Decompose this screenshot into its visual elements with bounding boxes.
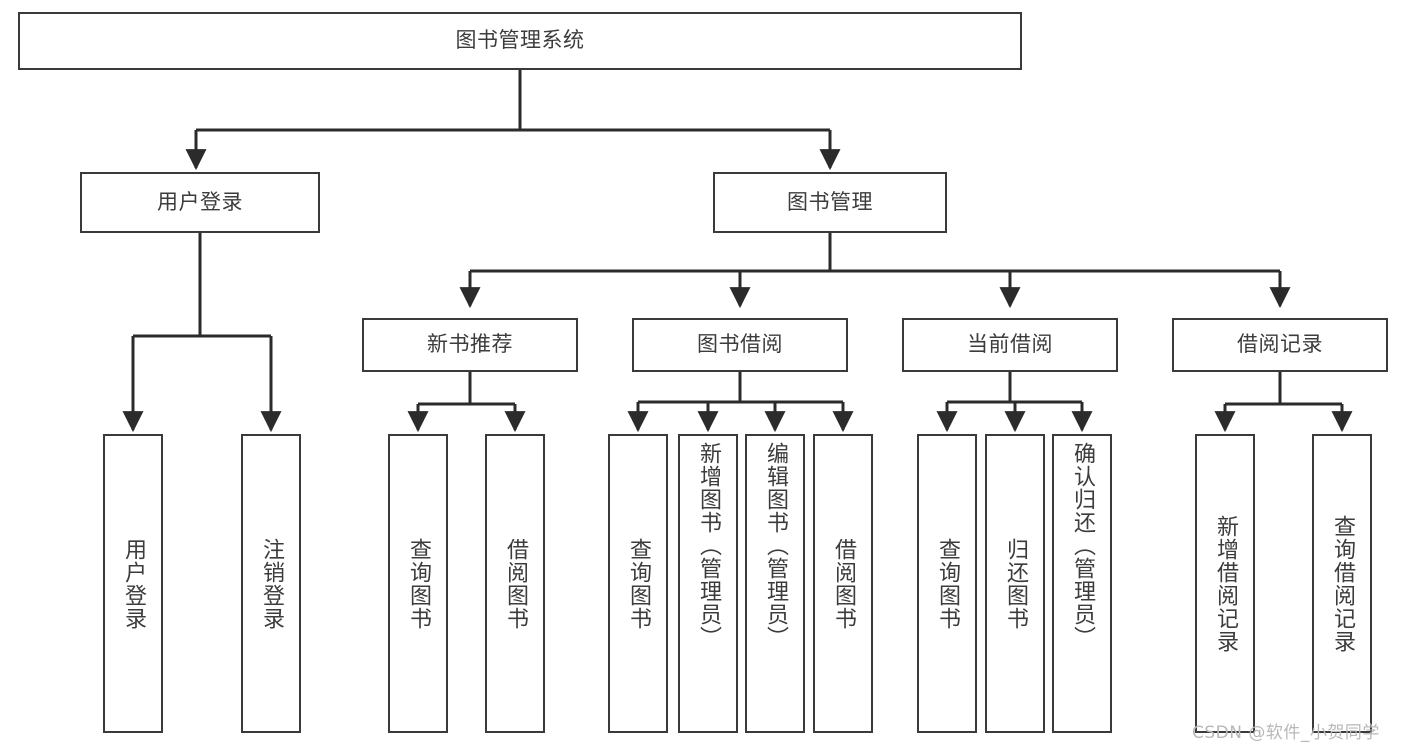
node-label: 图书管理系统 bbox=[455, 28, 585, 53]
node-label: 图书管理 bbox=[787, 189, 873, 214]
node-label: 查询图书 bbox=[935, 537, 960, 630]
node-label: 查询图书 bbox=[406, 537, 431, 630]
node-label: 查询图书 bbox=[626, 537, 651, 630]
node-label: 借阅记录 bbox=[1237, 332, 1323, 357]
leaf-user-login-signout[interactable]: 注销登录 bbox=[241, 434, 301, 733]
leaf-newbook-borrow-book[interactable]: 借阅图书 bbox=[485, 434, 545, 733]
node-label: 当前借阅 bbox=[967, 332, 1053, 357]
node-root-system[interactable]: 图书管理系统 bbox=[18, 12, 1022, 70]
node-label: 用户登录 bbox=[157, 189, 243, 214]
leaf-current-query-book[interactable]: 查询图书 bbox=[917, 434, 977, 733]
leaf-newbook-query-book[interactable]: 查询图书 bbox=[388, 434, 448, 733]
node-new-book-recommend[interactable]: 新书推荐 bbox=[362, 318, 578, 372]
node-label: 借阅图书 bbox=[831, 537, 856, 630]
node-borrow-record[interactable]: 借阅记录 bbox=[1172, 318, 1388, 372]
node-label: 确认归还（管理员） bbox=[1070, 442, 1095, 649]
node-label: 新增图书（管理员） bbox=[696, 442, 721, 649]
leaf-borrow-edit-book-admin[interactable]: 编辑图书（管理员） bbox=[745, 434, 805, 733]
node-label: 注销登录 bbox=[259, 537, 284, 630]
csdn-watermark: CSDN @软件_小贺同学 bbox=[1192, 723, 1380, 743]
node-book-borrow[interactable]: 图书借阅 bbox=[632, 318, 848, 372]
node-user-login[interactable]: 用户登录 bbox=[80, 172, 320, 233]
leaf-record-query-record[interactable]: 查询借阅记录 bbox=[1312, 434, 1372, 733]
node-label: 新书推荐 bbox=[427, 332, 513, 357]
leaf-borrow-borrow-book[interactable]: 借阅图书 bbox=[813, 434, 873, 733]
node-label: 编辑图书（管理员） bbox=[763, 442, 788, 649]
node-label: 新增借阅记录 bbox=[1213, 514, 1238, 653]
node-label: 用户登录 bbox=[121, 537, 146, 630]
node-label: 归还图书 bbox=[1003, 537, 1028, 630]
leaf-borrow-add-book-admin[interactable]: 新增图书（管理员） bbox=[678, 434, 738, 733]
leaf-current-confirm-return-admin[interactable]: 确认归还（管理员） bbox=[1052, 434, 1112, 733]
leaf-current-return-book[interactable]: 归还图书 bbox=[985, 434, 1045, 733]
node-label: 借阅图书 bbox=[503, 537, 528, 630]
node-current-borrow[interactable]: 当前借阅 bbox=[902, 318, 1118, 372]
node-label: 查询借阅记录 bbox=[1330, 514, 1355, 653]
leaf-record-add-record[interactable]: 新增借阅记录 bbox=[1195, 434, 1255, 733]
leaf-user-login-signin[interactable]: 用户登录 bbox=[103, 434, 163, 733]
node-book-management[interactable]: 图书管理 bbox=[713, 172, 947, 233]
leaf-borrow-query-book[interactable]: 查询图书 bbox=[608, 434, 668, 733]
node-label: 图书借阅 bbox=[697, 332, 783, 357]
